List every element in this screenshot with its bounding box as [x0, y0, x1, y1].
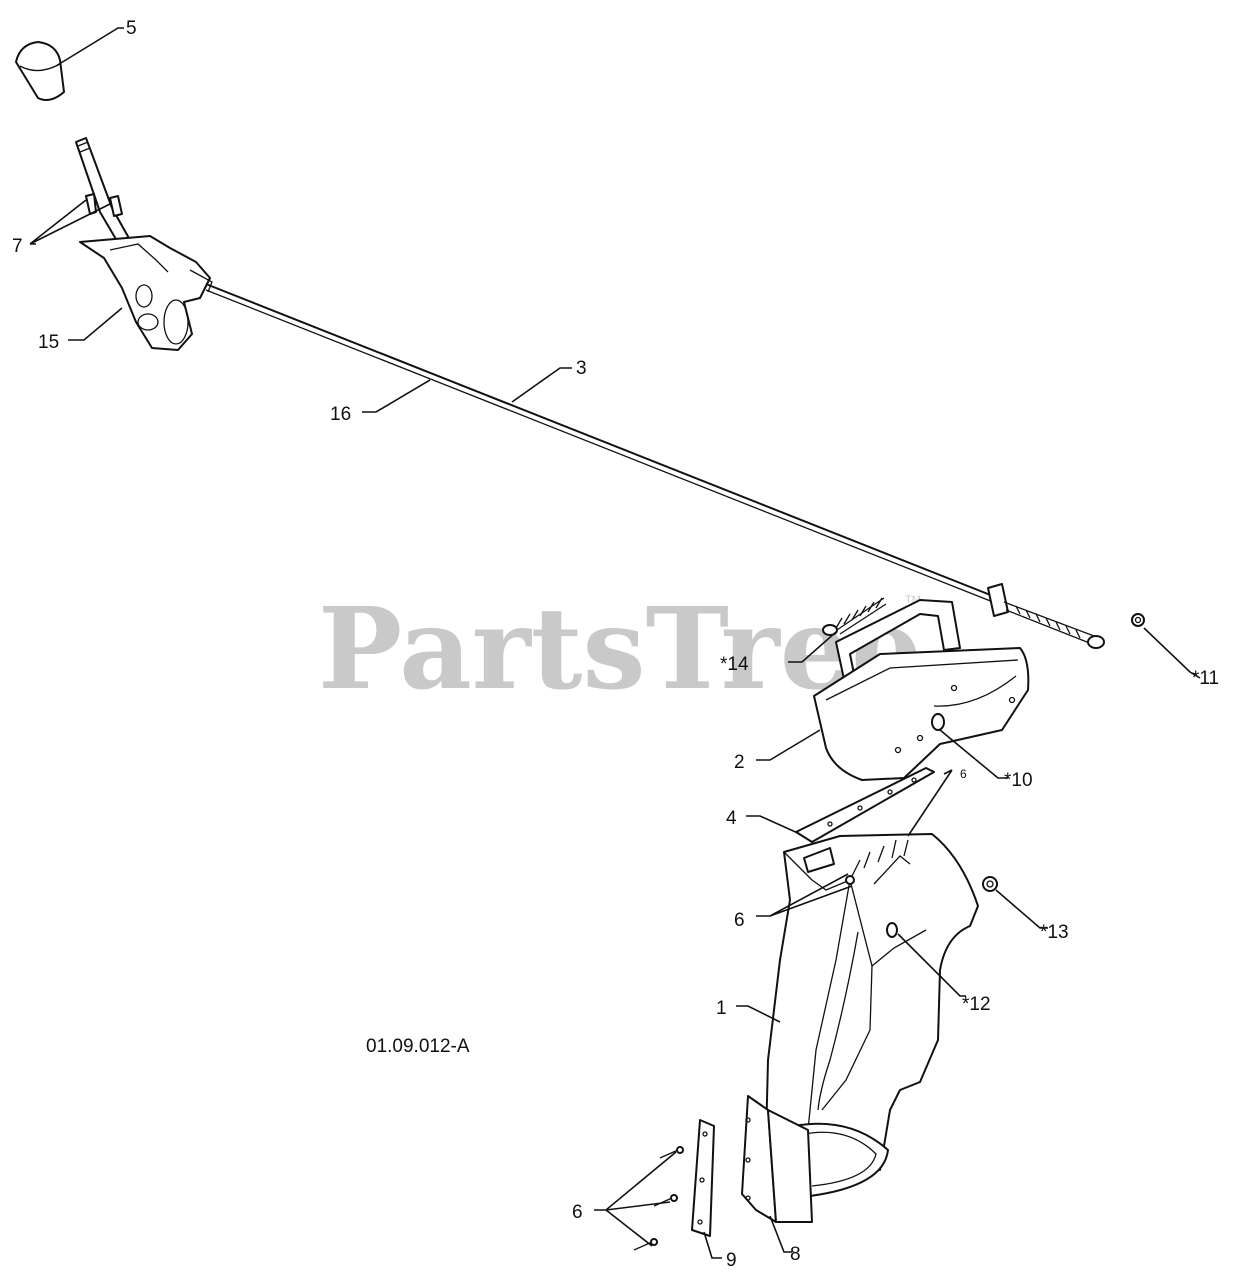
part-11-nut [1131, 613, 1145, 627]
part-15-shift-lever [75, 137, 213, 351]
callout-1: 1 [716, 998, 727, 1019]
callout-6-middle: 6 [734, 910, 745, 931]
callout-5: 5 [126, 18, 137, 39]
callout-6-lower: 6 [572, 1202, 583, 1223]
callout-13: *13 [1040, 922, 1069, 943]
callout-11: *11 [1192, 668, 1219, 689]
callout-6-upper: 6 [960, 767, 967, 781]
callout-16: 16 [330, 404, 351, 425]
diagram-reference-code: 01.09.012-A [366, 1036, 470, 1057]
callout-10: *10 [1004, 770, 1033, 791]
callout-14: *14 [720, 654, 749, 675]
callout-2: 2 [734, 752, 745, 773]
part-5-knob [15, 41, 65, 101]
part-1-chute [765, 833, 979, 1197]
part-6-bolts-upper [845, 839, 909, 885]
callout-4: 4 [726, 808, 737, 829]
callout-12: *12 [962, 994, 991, 1015]
callout-labels: 5 7 15 16 3 *14 *11 2 *10 4 6 6 *13 *12 … [12, 18, 1219, 1271]
callout-15: 15 [38, 332, 59, 353]
part-16-cable [205, 283, 1105, 649]
part-6-bolts-lower [633, 1146, 684, 1251]
part-9-strip [691, 1119, 715, 1237]
part-8-plate [741, 1095, 813, 1223]
part-14-spring [822, 597, 887, 636]
part-13-washer [982, 876, 998, 892]
part-4-strip [795, 767, 935, 843]
callout-8: 8 [790, 1244, 801, 1265]
part-2-deflector [813, 599, 1030, 781]
callout-3: 3 [576, 358, 587, 379]
leader-lines [29, 27, 1201, 1259]
callout-7: 7 [12, 236, 23, 257]
callout-9: 9 [726, 1250, 737, 1271]
